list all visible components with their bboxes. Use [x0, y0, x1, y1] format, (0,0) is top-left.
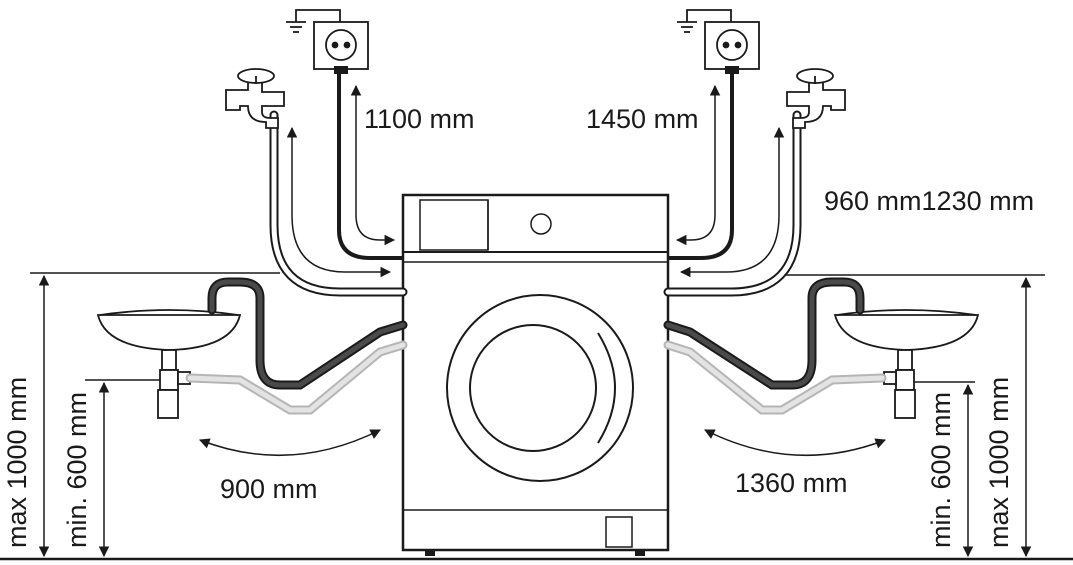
detergent-drawer	[419, 199, 489, 251]
water-tap-right-icon	[786, 68, 846, 129]
drain-hose-right-length: 1360 mm	[735, 468, 848, 498]
filter-cover	[605, 516, 633, 548]
power-cord-left-length: 1100 mm	[364, 104, 475, 134]
inlet-hose-arrows	[286, 126, 785, 278]
power-cord-right-length: 1450 mm	[586, 104, 699, 134]
max-height-right-label: max 1000 mm	[984, 376, 1014, 548]
power-socket-right-icon	[677, 9, 760, 74]
sink-right-icon	[833, 309, 980, 419]
min-height-left-label: min. 600 mm	[62, 391, 92, 548]
drain-hose-arrows	[199, 429, 886, 457]
inlet-hose-right-length: 960 mm1230 mm	[824, 186, 1035, 216]
power-socket-left-icon	[286, 9, 369, 74]
drain-hoses-light	[185, 340, 887, 415]
door-handle	[597, 332, 616, 444]
water-tap-left-icon	[225, 68, 285, 129]
sink-left-icon	[96, 309, 242, 419]
power-cords	[337, 72, 734, 260]
min-height-right-label: min. 600 mm	[926, 391, 956, 548]
drain-hoses-dark	[207, 277, 865, 390]
program-knob-icon	[530, 213, 552, 235]
max-height-left-label: max 1000 mm	[2, 376, 32, 548]
washing-machine	[401, 193, 670, 556]
height-arrows	[38, 274, 1032, 558]
drain-hose-left-length: 900 mm	[220, 474, 318, 504]
height-reference-lines	[30, 272, 1045, 383]
door-glass	[469, 324, 597, 452]
power-cord-arrows	[350, 84, 721, 246]
